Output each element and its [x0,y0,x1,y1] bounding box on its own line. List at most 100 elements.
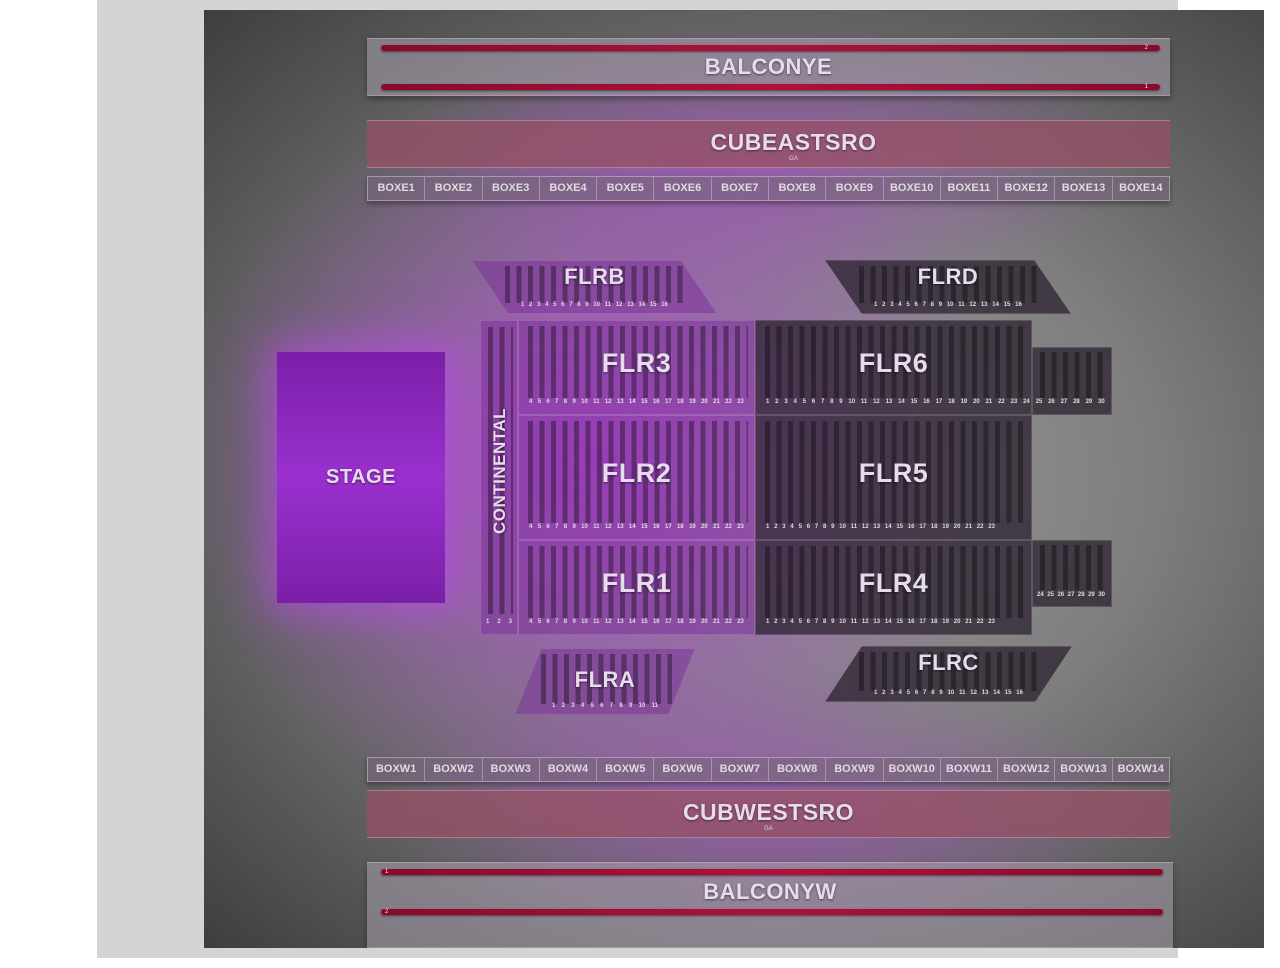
box-boxe13[interactable]: BOXE13 [1055,177,1113,200]
row-number: 2 [774,524,778,530]
row-number: 1 [766,619,770,625]
box-boxw11[interactable]: BOXW11 [941,758,999,781]
row-number: 8 [930,302,934,308]
row-number: 3 [784,399,788,405]
section-balconye[interactable]: 2 BALCONYE 1 [367,38,1170,96]
row-number: 14 [884,619,892,625]
row-number: 16 [923,399,930,405]
box-boxw10[interactable]: BOXW10 [884,758,941,781]
row-number: 17 [919,524,926,530]
row-number: 6 [806,524,811,530]
box-boxw5[interactable]: BOXW5 [597,758,655,781]
box-boxe6[interactable]: BOXE6 [654,177,712,200]
box-boxw12[interactable]: BOXW12 [998,758,1056,781]
row-number: 12 [861,524,869,530]
row-number: 5 [553,302,557,308]
row-number: 1 [874,690,878,696]
section-label: FLR1 [601,568,672,598]
row-number: 2 [561,703,565,709]
row-number: 14 [628,524,636,530]
balcony-row[interactable]: 1 [381,84,1160,90]
row-number: 15 [640,399,648,405]
box-boxw7[interactable]: BOXW7 [712,758,769,781]
row-number: 7 [609,703,614,709]
seat-rows [762,421,1025,523]
balcony-row[interactable]: 2 [381,45,1160,51]
row-number: 4 [898,302,902,308]
seat-rows [856,266,1040,303]
box-boxw1[interactable]: BOXW1 [368,758,426,781]
row-number: 11 [593,399,600,405]
row-number: 17 [665,619,672,625]
box-boxe8[interactable]: BOXE8 [769,177,827,200]
box-boxw6[interactable]: BOXW6 [654,758,712,781]
box-boxw9[interactable]: BOXW9 [826,758,884,781]
row-number: 10 [839,619,846,625]
box-boxw3[interactable]: BOXW3 [483,758,540,781]
row-number: 8 [619,703,623,709]
section-flr6-extension[interactable] [1032,347,1112,415]
section-label: FLRC [918,650,979,675]
row-number: 13 [873,524,881,530]
row-number: 2 [882,690,886,696]
box-boxe12[interactable]: BOXE12 [998,177,1056,200]
box-boxe7[interactable]: BOXE7 [712,177,769,200]
box-boxe1[interactable]: BOXE1 [368,177,426,200]
row-number: 15 [640,619,648,625]
section-cubeastsro[interactable]: CUBEASTSRO GA [367,120,1170,168]
box-boxe11[interactable]: BOXE11 [941,177,999,200]
box-boxw8[interactable]: BOXW8 [769,758,827,781]
row-number: 14 [628,619,636,625]
row-number: 15 [640,524,648,530]
box-boxw2[interactable]: BOXW2 [425,758,483,781]
row-number: 22 [725,619,732,625]
row-number: 10 [581,524,588,530]
row-number: 6 [914,302,918,308]
row-number: 21 [965,619,972,625]
box-boxw14[interactable]: BOXW14 [1117,763,1165,775]
row-number: 7 [555,399,559,405]
box-boxe14[interactable]: BOXE14 [1119,182,1163,194]
row-number: 3 [782,619,786,625]
section-balconyw[interactable]: 1 BALCONYW 2 [367,862,1173,948]
row-number: 22 [725,524,732,530]
balcony-row[interactable]: 2 [381,909,1163,915]
box-boxe3[interactable]: BOXE3 [483,177,540,200]
box-boxe2[interactable]: BOXE2 [425,177,483,200]
row-number: 12 [970,690,977,696]
section-label: BALCONYE [704,54,833,79]
balcony-row[interactable]: 1 [381,869,1163,875]
row-number: 19 [942,619,949,625]
row-number: 17 [935,399,943,405]
row-number: 9 [839,399,843,405]
row-number: 5 [906,690,911,696]
row-number: 26 [1048,399,1055,405]
row-number: 3 [890,690,894,696]
section-cubwestsro[interactable]: CUBWESTSRO GA [367,790,1170,838]
box-boxw13[interactable]: BOXW13 [1055,758,1113,781]
row-number: 23 [988,524,995,530]
box-boxe5[interactable]: BOXE5 [597,177,655,200]
row-number: 1 [1144,84,1148,90]
row-number: 6 [546,524,550,530]
box-boxe9[interactable]: BOXE9 [826,177,884,200]
box-boxw4[interactable]: BOXW4 [540,758,598,781]
row-number: 16 [652,524,660,530]
box-boxe10[interactable]: BOXE10 [884,177,941,200]
row-number: 15 [896,619,904,625]
box-boxe4[interactable]: BOXE4 [540,177,598,200]
